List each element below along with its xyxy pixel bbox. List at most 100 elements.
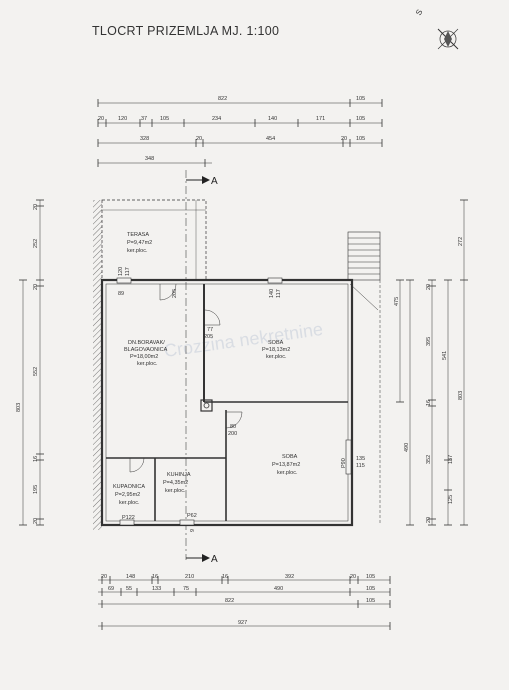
bottom-dimensions: [98, 576, 391, 630]
dim-bot-20b: 20: [350, 574, 356, 580]
dim-right-20b: 20: [426, 517, 432, 523]
opening-p122: P122: [122, 515, 135, 521]
room-soba2-area: P=13,87m2: [272, 462, 300, 468]
dim-left-252: 252: [33, 239, 39, 248]
dim-left-803: 803: [16, 403, 22, 412]
room-terasa-area: P=9,47m2: [127, 240, 152, 246]
dim-left-16: 16: [33, 456, 39, 462]
section-label-bottom: A: [211, 554, 218, 565]
dim-top-20c: 20: [341, 136, 347, 142]
room-terasa-name: TERASA: [127, 232, 149, 238]
dim-top-120: 120: [118, 116, 127, 122]
walls: [93, 199, 381, 530]
dim-bot-105b: 105: [366, 586, 375, 592]
dim-top-37: 37: [141, 116, 147, 122]
dim-left-20c: 20: [33, 518, 39, 524]
dim-top-234: 234: [212, 116, 221, 122]
room-soba1-area: P=18,13m2: [262, 347, 290, 353]
opening-9: 9: [190, 529, 196, 532]
opening-140: 140: [269, 289, 275, 298]
opening-p62: P62: [187, 513, 197, 519]
dim-bot-822: 822: [225, 598, 234, 604]
dim-right-125: 125: [448, 495, 454, 504]
dim-bot-16: 16: [152, 574, 158, 580]
room-soba2-name: SOBA: [282, 454, 298, 460]
dim-bot-16b: 16: [222, 574, 228, 580]
opening-117b: 117: [276, 289, 282, 298]
dim-left-20b: 20: [33, 284, 39, 290]
section-label-top: A: [211, 176, 218, 187]
dim-bot-69: 69: [108, 586, 114, 592]
opening-200: 200: [228, 431, 237, 437]
dim-top-171: 171: [316, 116, 325, 122]
dim-top-822: 822: [218, 96, 227, 102]
dim-right-137: 137: [448, 455, 454, 464]
opening-117: 117: [125, 267, 131, 276]
watermark-text: Crozzina nekretnine: [163, 319, 324, 361]
section-line-a: [185, 170, 210, 562]
dim-bot-55: 55: [126, 586, 132, 592]
room-terasa: TERASA P=9,47m2 ker.ploc.: [127, 232, 152, 254]
dim-bot-105c: 105: [366, 598, 375, 604]
room-kupaonica-name: KUPAONICA: [113, 484, 145, 490]
dim-top-105a: 105: [356, 96, 365, 102]
room-dnevni-area: P=18,00m2: [130, 354, 158, 360]
opening-77: 77: [207, 327, 213, 333]
opening-labels: 120 117 89 205 140 117 77 205 80 200 P90…: [118, 267, 365, 532]
left-dimensions: [19, 199, 44, 526]
room-dnevni-name: DN.BORAVAK/: [128, 340, 165, 346]
dim-bot-490: 490: [274, 586, 283, 592]
room-dnevni-floor: ker.ploc.: [137, 361, 158, 367]
opening-205: 205: [172, 289, 178, 298]
room-dnevni-name2: BLAGOVAONICA: [124, 347, 168, 353]
dim-right-16: 16: [426, 400, 432, 406]
opening-205b: 205: [204, 334, 213, 340]
dim-top-20b: 20: [196, 136, 202, 142]
dim-bot-148: 148: [126, 574, 135, 580]
opening-120: 120: [118, 267, 124, 276]
dim-bot-927: 927: [238, 620, 247, 626]
dim-right-541: 541: [442, 351, 448, 360]
dim-bot-105: 105: [366, 574, 375, 580]
dim-left-552: 552: [33, 367, 39, 376]
room-kupaonica-area: P=2,95m2: [115, 492, 140, 498]
right-dimensions: [396, 199, 468, 526]
room-soba1-name: SOBA: [268, 340, 284, 346]
room-soba-2: SOBA P=13,87m2 ker.ploc.: [272, 454, 300, 476]
dim-right-395: 395: [426, 337, 432, 346]
dim-right-272: 272: [458, 237, 464, 246]
opening-89: 89: [118, 291, 124, 297]
dim-bot-210: 210: [185, 574, 194, 580]
room-soba-1: SOBA P=18,13m2 ker.ploc.: [262, 340, 290, 360]
room-kuhinja-floor: ker.ploc.: [165, 488, 186, 494]
dim-bot-75: 75: [183, 586, 189, 592]
dim-bot-20: 20: [101, 574, 107, 580]
opening-80: 80: [230, 424, 236, 430]
dim-top-105d: 105: [356, 136, 365, 142]
room-terasa-floor: ker.ploc.: [127, 248, 148, 254]
dim-top-105c: 105: [356, 116, 365, 122]
dim-bot-392: 392: [285, 574, 294, 580]
dim-right-20a: 20: [426, 284, 432, 290]
room-kuhinja: KUHINJA P=4,35m2 ker.ploc.: [163, 472, 191, 494]
room-kuhinja-area: P=4,35m2: [163, 480, 188, 486]
opening-p90: P90: [341, 458, 347, 468]
room-soba2-floor: ker.ploc.: [277, 470, 298, 476]
room-kuhinja-name: KUHINJA: [167, 472, 191, 478]
top-dimensions: [97, 99, 383, 167]
dim-top-20: 20: [98, 116, 104, 122]
dim-top-348: 348: [145, 156, 154, 162]
opening-115: 115: [356, 463, 365, 469]
compass-label: S: [414, 8, 424, 17]
north-arrow-icon: S: [414, 8, 459, 50]
room-soba1-floor: ker.ploc.: [266, 354, 287, 360]
room-dnevni-boravak: DN.BORAVAK/ BLAGOVAONICA P=18,00m2 ker.p…: [124, 340, 168, 367]
dim-right-490: 490: [404, 443, 410, 452]
opening-135: 135: [356, 456, 365, 462]
room-kupaonica-floor: ker.ploc.: [119, 500, 140, 506]
dim-top-105b: 105: [160, 116, 169, 122]
dim-bot-133: 133: [152, 586, 161, 592]
dim-top-454: 454: [266, 136, 275, 142]
dim-top-140: 140: [268, 116, 277, 122]
